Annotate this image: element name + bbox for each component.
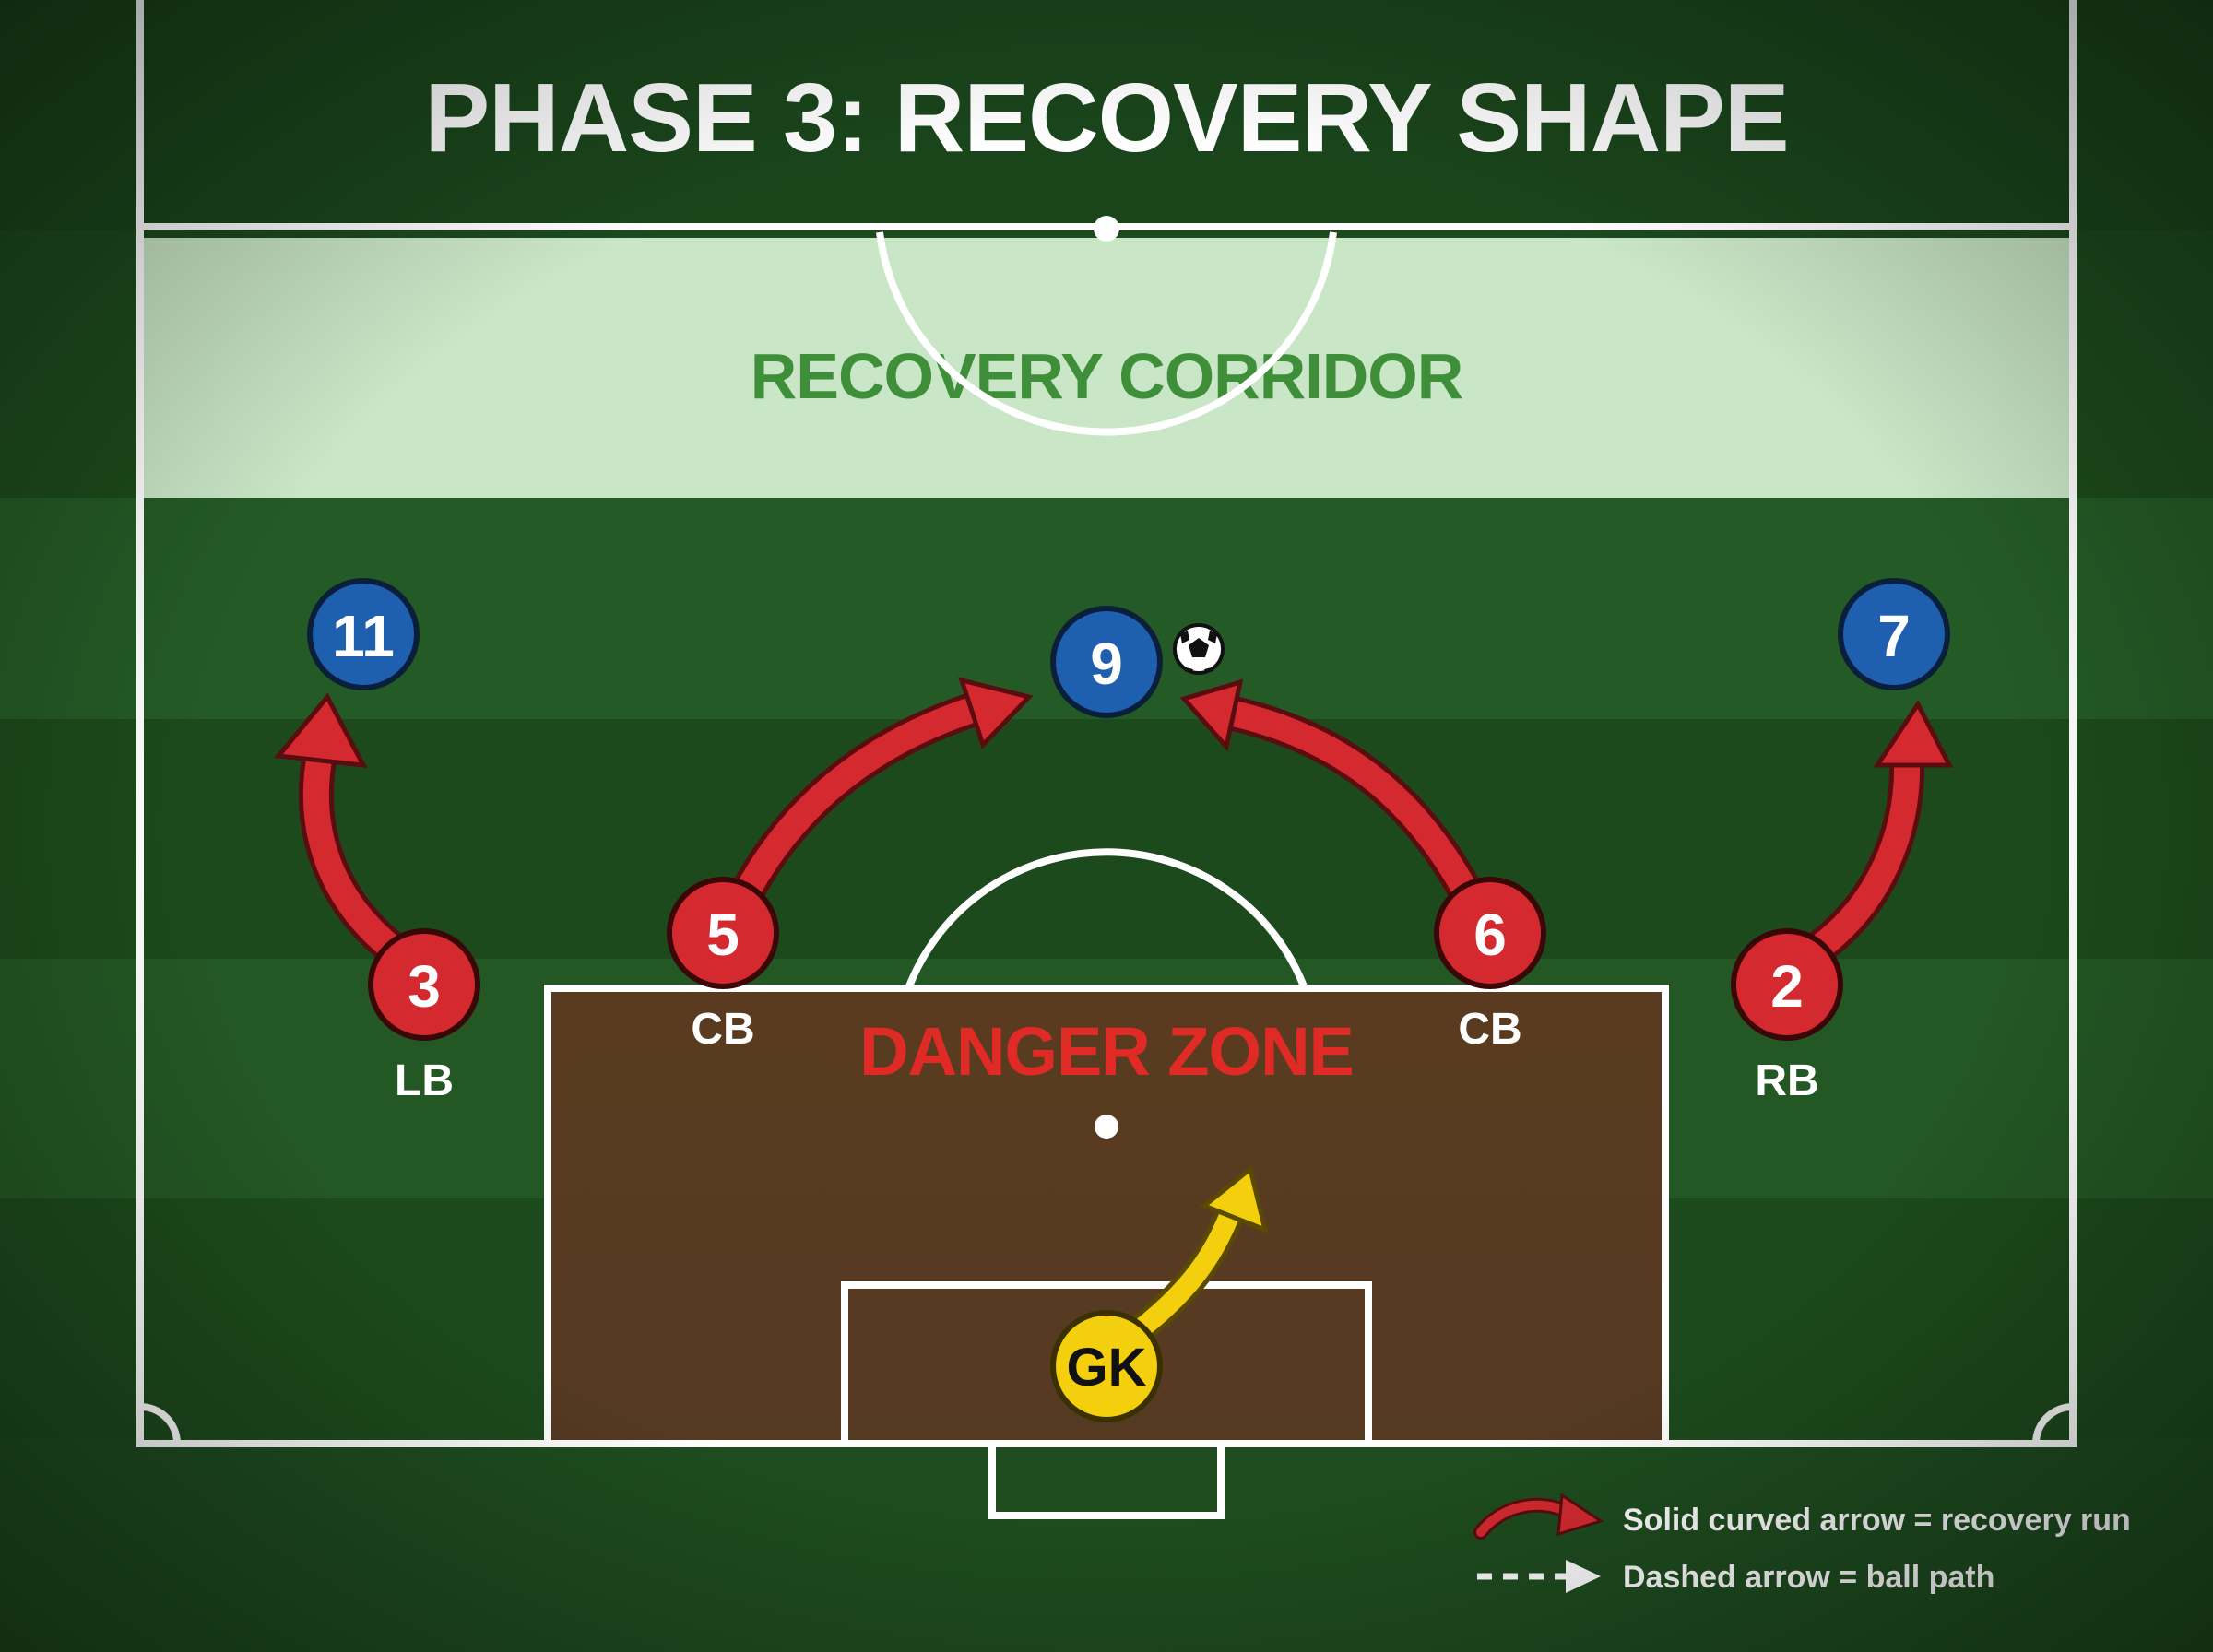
player-number: 5 [706, 902, 740, 968]
player-role-label: LB [395, 1056, 454, 1105]
player-number: 7 [1877, 603, 1911, 669]
player-number: 6 [1473, 902, 1507, 968]
player-number: GK [1067, 1338, 1147, 1398]
soccer-ball-icon [1173, 623, 1225, 675]
player-role-label: RB [1755, 1056, 1818, 1105]
player-att-7: 7 [1838, 578, 1950, 690]
penalty-spot [1095, 1115, 1118, 1139]
player-number: 3 [408, 953, 441, 1020]
player-number: 2 [1770, 953, 1804, 1020]
center-spot [1094, 216, 1119, 242]
player-number: 9 [1090, 631, 1123, 697]
player-role-label: CB [1458, 1005, 1521, 1054]
danger-zone-label: DANGER ZONE [859, 1013, 1354, 1090]
player-att-11: 11 [307, 578, 420, 690]
player-att-9: 9 [1050, 606, 1163, 718]
player-number: 11 [332, 603, 395, 669]
recovery-corridor-label: RECOVERY CORRIDOR [751, 340, 1463, 412]
player-role-label: CB [691, 1005, 754, 1054]
legend-dashed-label: Dashed arrow = ball path [1623, 1560, 1994, 1595]
player-gk: GK [1050, 1310, 1163, 1422]
diagram-title: PHASE 3: RECOVERY SHAPE [424, 64, 1788, 172]
legend-solid-label: Solid curved arrow = recovery run [1623, 1503, 2131, 1538]
